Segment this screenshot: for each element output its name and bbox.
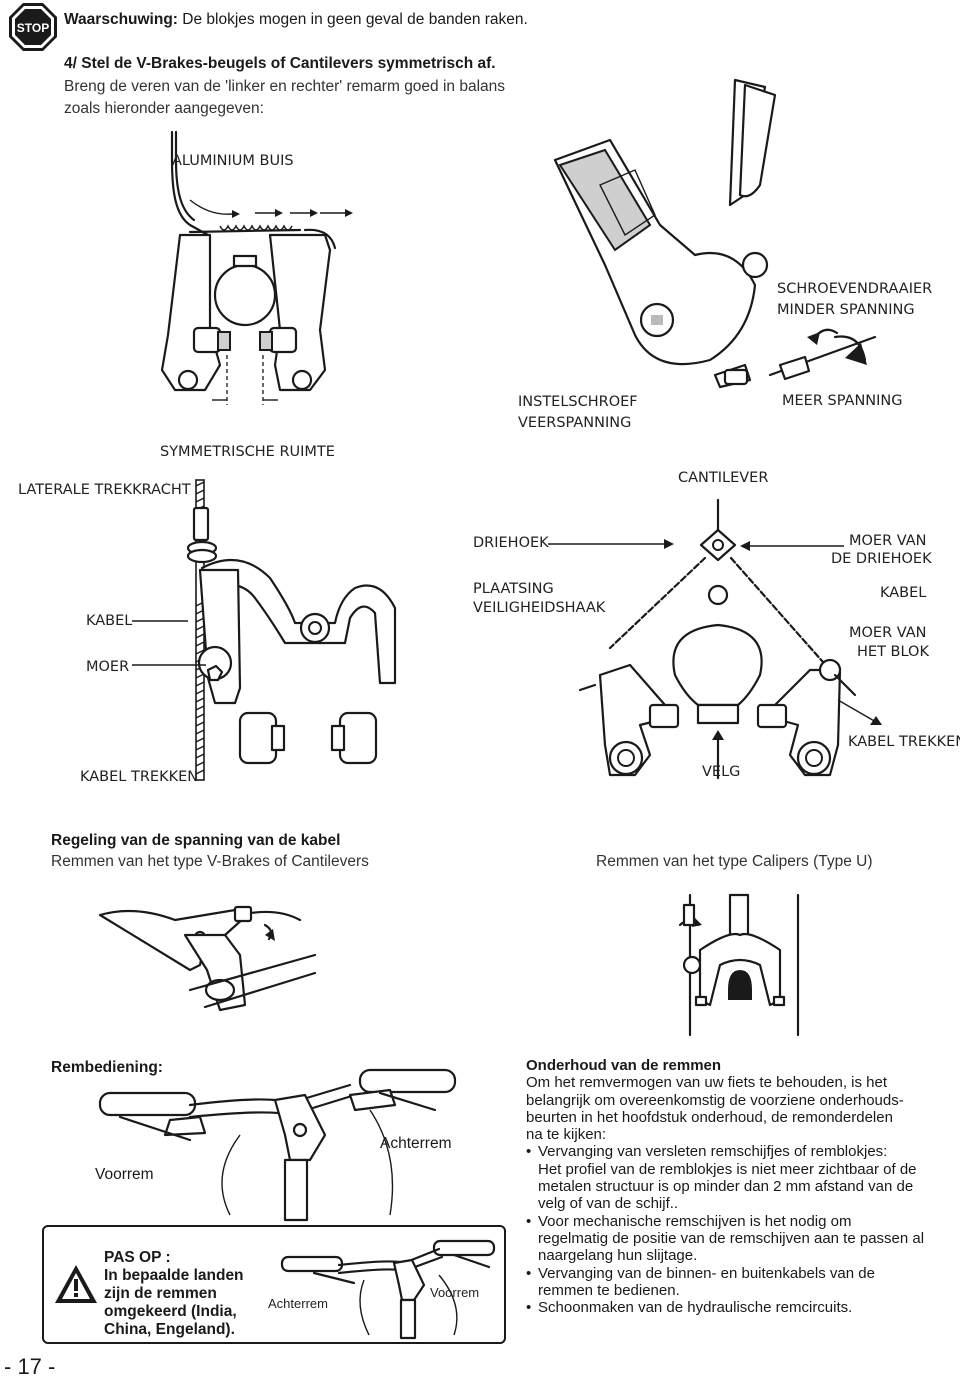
- bullet-text: metalen structuur is op minder dan 2 mm …: [538, 1178, 914, 1196]
- bullet-text: Het profiel van de remblokjes is niet me…: [538, 1160, 917, 1178]
- cantilever-adjustment-diagram: [553, 78, 877, 389]
- moer-driehoek-pointer: [740, 541, 844, 551]
- caution-box: PAS OP : In bepaalde landen zijn de remm…: [42, 1225, 506, 1344]
- warning-body: De blokjes mogen in geen geval de banden…: [182, 11, 528, 28]
- step-line-1: Breng de veren van de 'linker en rechter…: [64, 78, 506, 95]
- bullet-text: remmen te bedienen.: [538, 1281, 680, 1299]
- maintenance-intro-4: na te kijken:: [526, 1126, 607, 1144]
- warning-text: Waarschuwing: De blokjes mogen in geen g…: [64, 9, 528, 31]
- list-item: Voor mechanische remschijven is het nodi…: [526, 1213, 956, 1265]
- label-het-blok: HET BLOK: [857, 644, 929, 660]
- page-number: - 17 -: [4, 1354, 56, 1379]
- tension-title: Regeling van de spanning van de kabel: [51, 832, 341, 849]
- step-title: 4/ Stel de V-Brakes-beugels of Cantileve…: [64, 55, 496, 72]
- label-kabel-trekken-right: KABEL TREKKEN: [848, 734, 960, 750]
- bullet-text: Schoonmaken van de hydraulische remcircu…: [538, 1299, 853, 1317]
- label-voorrem-small: Voorrem: [430, 1285, 480, 1300]
- label-moer-van-het-blok: MOER VAN: [849, 625, 927, 641]
- tension-calipers: Remmen van het type Calipers (Type U): [596, 853, 873, 870]
- label-plaatsing: PLAATSING: [473, 581, 554, 597]
- label-instelschroef: INSTELSCHROEF: [518, 394, 638, 410]
- bullet-text: Vervanging van de binnen- en buitenkabel…: [538, 1264, 875, 1282]
- kabel-left-pointer: [132, 620, 188, 622]
- label-minder-spanning: MINDER SPANNING: [777, 302, 915, 318]
- caution-line-1: In bepaalde landen: [104, 1267, 244, 1284]
- maintenance-section: Onderhoud van de remmen Om het remvermog…: [526, 1057, 956, 1317]
- list-item: Schoonmaken van de hydraulische remcircu…: [526, 1299, 956, 1317]
- cantilever-triangle-diagram: [578, 498, 857, 780]
- list-item: Vervanging van versleten remschijfjes of…: [526, 1143, 956, 1212]
- label-kabel-left: KABEL: [86, 613, 133, 629]
- label-voorrem: Voorrem: [95, 1166, 154, 1183]
- label-schroevendraaier: SCHROEVENDRAAIER: [777, 281, 933, 297]
- bullet-text: velg of van de schijf..: [538, 1195, 679, 1213]
- driehoek-pointer: [548, 539, 674, 549]
- label-laterale-trekkracht: LATERALE TREKKRACHT: [18, 482, 191, 498]
- caliper-brake-diagram: [678, 893, 800, 1037]
- label-aluminium-buis: ALUMINIUM BUIS: [172, 153, 294, 169]
- label-cantilever: CANTILEVER: [678, 470, 769, 486]
- maintenance-title: Onderhoud van de remmen: [526, 1057, 722, 1074]
- maintenance-intro-3: beurten in het hoofdstuk onderhoud, de r…: [526, 1108, 893, 1126]
- stop-sign-label: STOP: [17, 21, 49, 35]
- caution-line-2: zijn de remmen: [104, 1285, 217, 1302]
- reversed-handlebar-diagram: [280, 1239, 496, 1340]
- label-veerspanning: VEERSPANNING: [518, 415, 632, 431]
- label-symmetrische-ruimte: SYMMETRISCHE RUIMTE: [160, 444, 335, 460]
- stop-sign-icon: STOP: [9, 3, 57, 51]
- step-line-2: zoals hieronder aangegeven:: [64, 100, 264, 117]
- bullet-text: Voor mechanische remschijven is het nodi…: [538, 1212, 852, 1230]
- controls-title: Rembediening:: [51, 1059, 163, 1076]
- bullet-text: Vervanging van versleten remschijfjes of…: [538, 1143, 888, 1161]
- caution-line-4: China, Engeland).: [104, 1321, 235, 1338]
- label-achterrem-small: Achterrem: [268, 1296, 328, 1311]
- vbrake-diagram: [160, 130, 353, 405]
- tension-vbrakes: Remmen van het type V-Brakes of Cantilev…: [51, 853, 369, 870]
- bullet-text: naargelang hun slijtage.: [538, 1247, 698, 1265]
- label-velg: VELG: [702, 764, 741, 780]
- list-item: Vervanging van de binnen- en buitenkabel…: [526, 1265, 956, 1300]
- label-achterrem: Achterrem: [380, 1135, 452, 1152]
- label-veiligheidshaak: VEILIGHEIDSHAAK: [473, 600, 606, 616]
- maintenance-intro-1: Om het remvermogen van uw fiets te behou…: [526, 1074, 888, 1092]
- vbrake-cable-diagram: [186, 479, 397, 781]
- label-meer-spanning: MEER SPANNING: [782, 393, 903, 409]
- bullet-text: regelmatig de positie van de remschijven…: [538, 1229, 925, 1247]
- caution-line-3: omgekeerd (India,: [104, 1303, 237, 1320]
- label-driehoek: DRIEHOEK: [473, 535, 549, 551]
- warning-triangle-icon: [55, 1265, 97, 1303]
- label-de-driehoek: DE DRIEHOEK: [831, 551, 932, 567]
- label-kabel-right: KABEL: [880, 585, 927, 601]
- caution-title: PAS OP :: [104, 1249, 171, 1266]
- maintenance-list: Vervanging van versleten remschijfjes of…: [526, 1143, 956, 1316]
- handlebar-diagram: [98, 1068, 457, 1222]
- label-kabel-trekken-left: KABEL TREKKEN: [80, 769, 199, 785]
- kabel-trekken-arrow: [837, 699, 882, 725]
- maintenance-intro-2: belangrijk om overeenkomstig de voorzien…: [526, 1091, 904, 1109]
- warning-label: Waarschuwing:: [64, 11, 178, 28]
- label-moer: MOER: [86, 659, 130, 675]
- brake-lever-diagram: [98, 905, 317, 1012]
- moer-pointer: [132, 664, 206, 666]
- label-moer-driehoek: MOER VAN: [849, 533, 927, 549]
